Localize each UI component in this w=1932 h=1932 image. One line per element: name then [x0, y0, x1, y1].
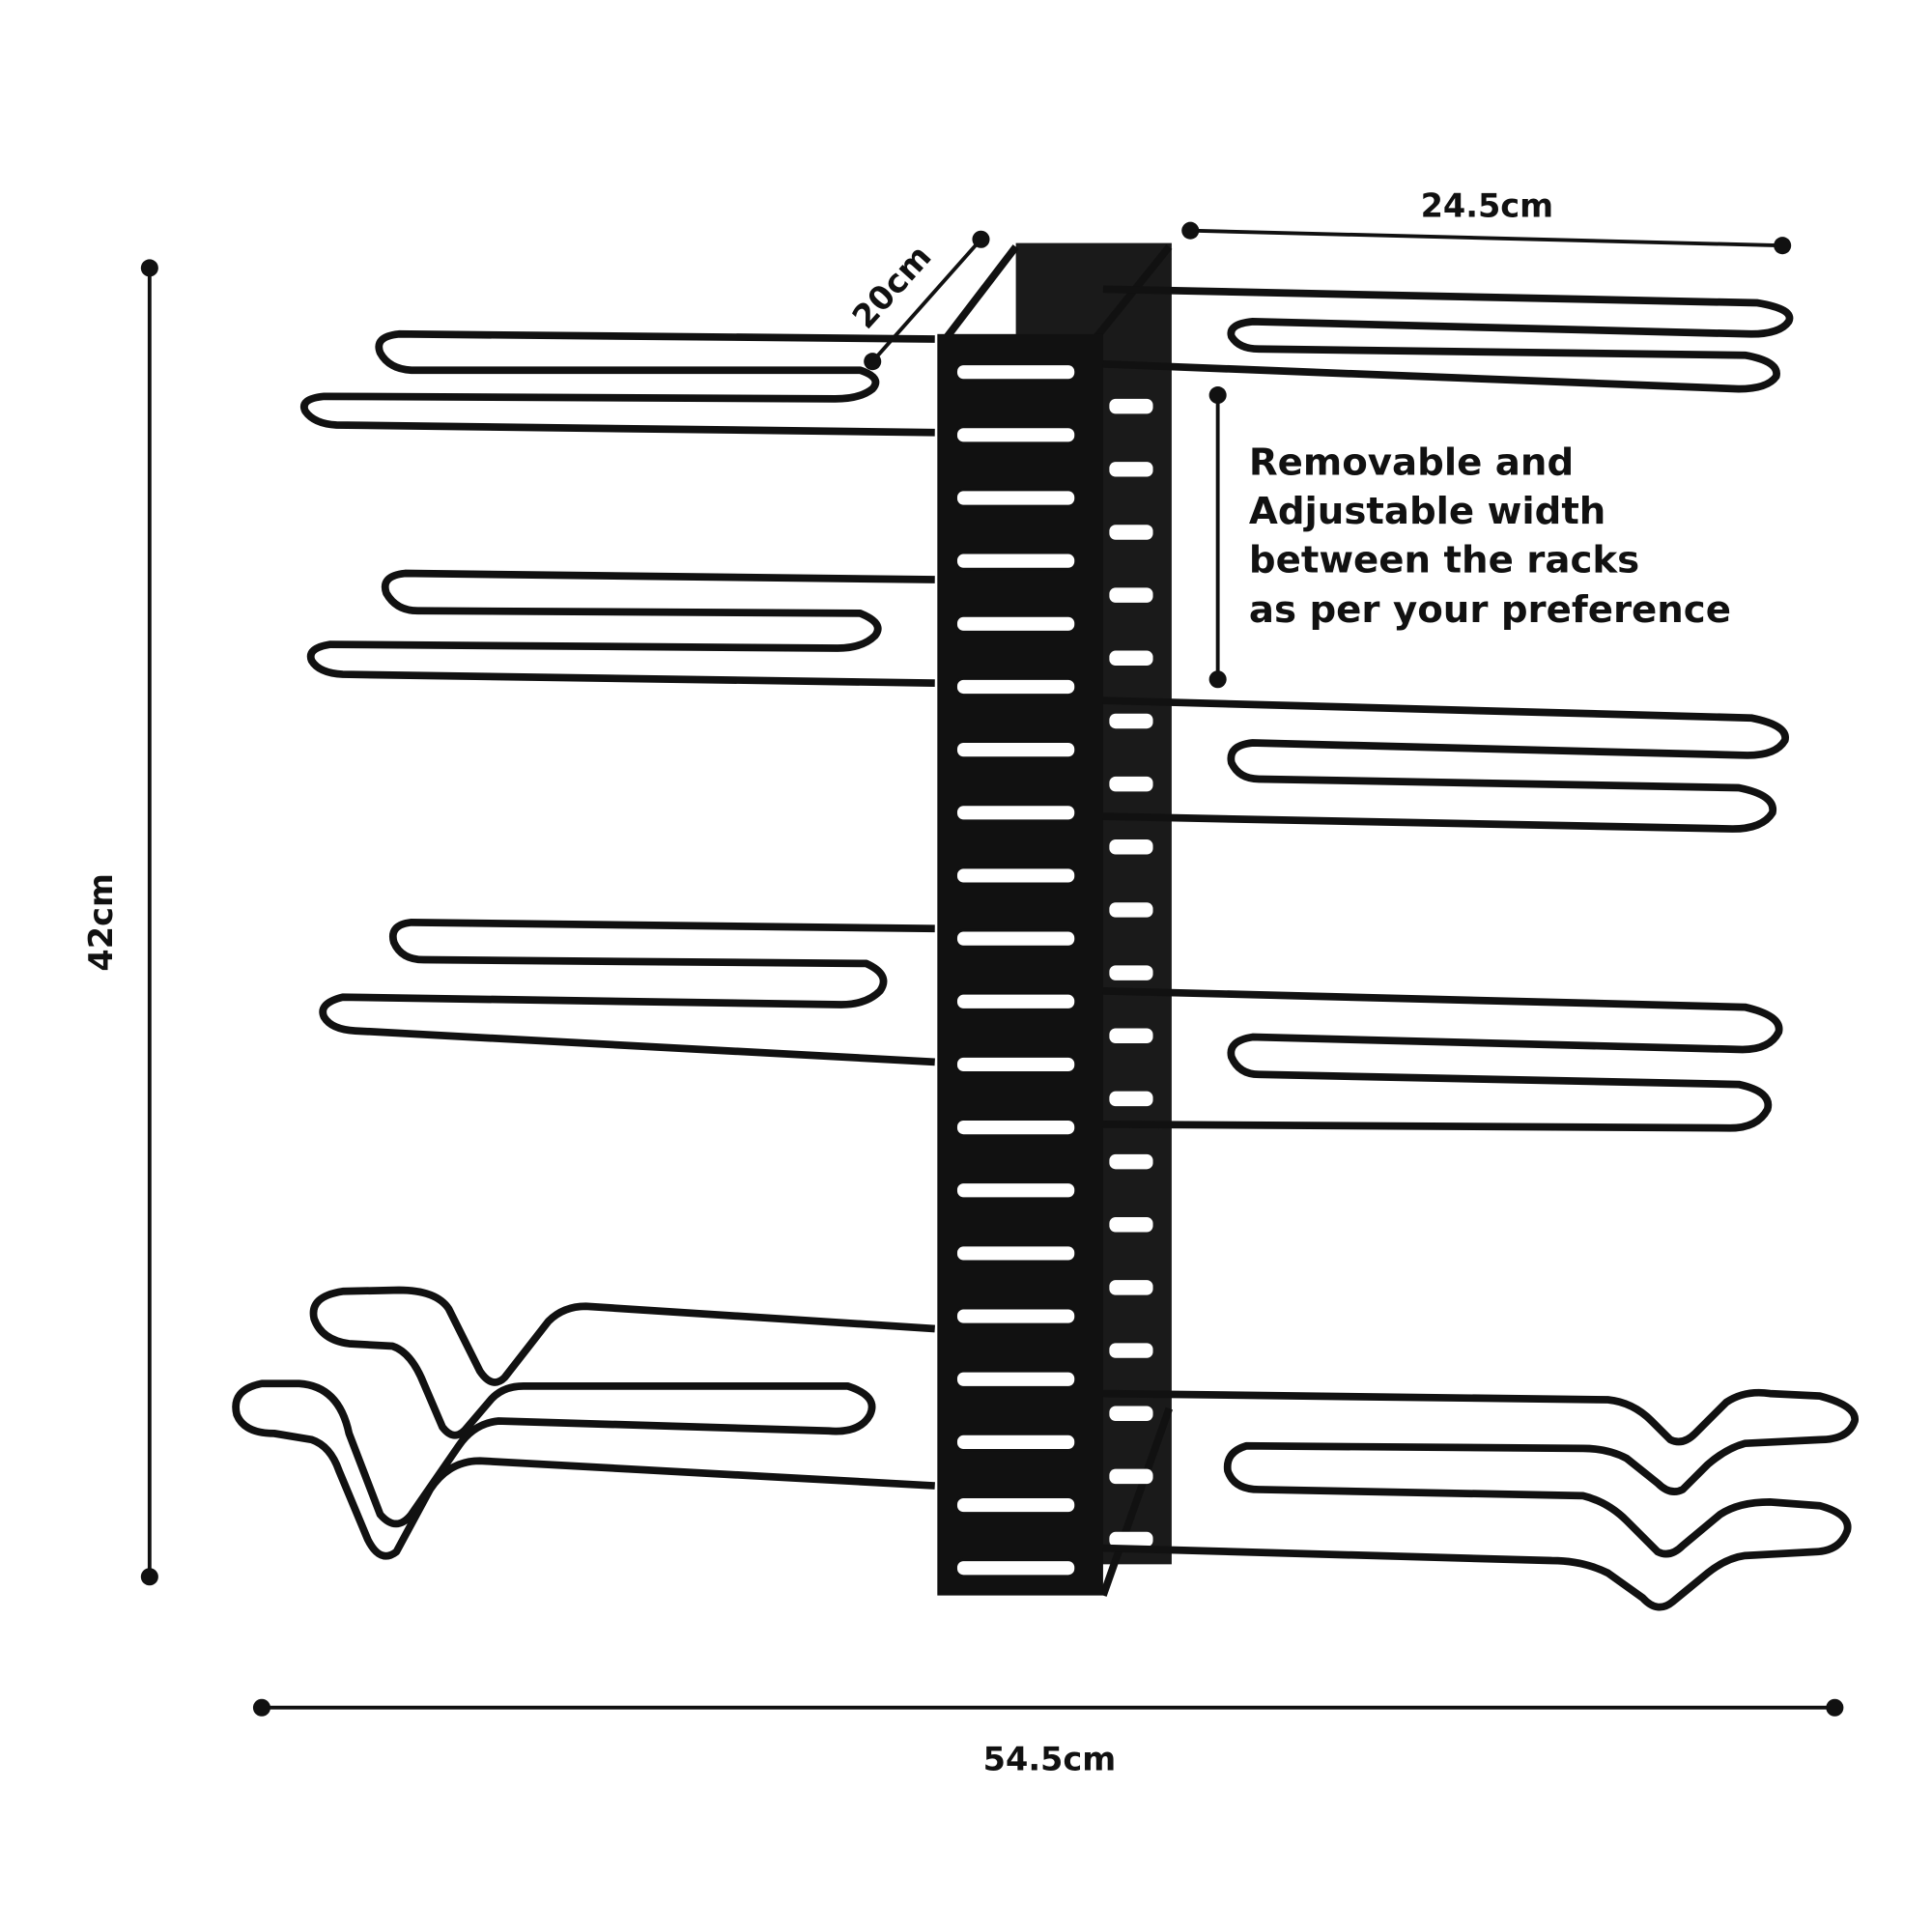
left-wire-arms [232, 329, 935, 1560]
rear-panel-slot [1109, 650, 1153, 667]
rear-panel-slot [1109, 1343, 1153, 1358]
depth-label: 20cm [845, 238, 939, 336]
panel-slot [954, 614, 1077, 634]
panel-slot [954, 1495, 1077, 1515]
rear-panel-slot [1109, 1153, 1153, 1170]
rear-panel-slot [1109, 776, 1153, 792]
rear-panel-slot [1109, 1028, 1153, 1043]
note-line: Removable and [1249, 441, 1574, 485]
panel-slot [954, 1243, 1077, 1264]
right-wire-arms [1102, 285, 1859, 1611]
rear-panel-slot [1109, 398, 1153, 414]
rear-panel-slot [1109, 1406, 1153, 1421]
rear-panel-slot [1109, 965, 1153, 980]
rear-panel-slot [1109, 587, 1153, 603]
arm-length-dimension: 24.5cm [1181, 187, 1792, 255]
panel-slot [954, 677, 1077, 696]
rear-panel-slot [1109, 713, 1153, 729]
panel-slot [954, 1370, 1077, 1389]
rear-panel-slot [1109, 1091, 1153, 1107]
panel-slot [954, 362, 1077, 382]
pan-rack [232, 242, 1859, 1611]
panel-slot [954, 1180, 1077, 1200]
panel-slot [954, 928, 1077, 949]
adjustable-spacing-note: Removable and Adjustable width between t… [1208, 386, 1731, 689]
panel-slot [954, 803, 1077, 822]
rear-panel-slot [1109, 1468, 1153, 1485]
rear-panel-slot [1109, 462, 1153, 477]
height-dimension: 42cm [82, 259, 158, 1586]
rear-panel-slot [1109, 1217, 1153, 1233]
rear-panel-slot [1109, 902, 1153, 918]
height-label: 42cm [82, 873, 120, 971]
panel-slot [954, 425, 1077, 444]
panel-slot [954, 1055, 1077, 1074]
arm-length-label: 24.5cm [1421, 187, 1554, 225]
note-line: between the racks [1249, 538, 1639, 582]
rear-panel-slot [1109, 525, 1153, 540]
panel-slot [954, 1118, 1077, 1137]
rear-panel-slot [1109, 839, 1153, 855]
rear-panel-slot [1109, 1531, 1153, 1548]
panel-slot [954, 992, 1077, 1011]
panel-slot [954, 1558, 1077, 1577]
note-line: as per your preference [1249, 588, 1731, 632]
width-label: 54.5cm [983, 1740, 1117, 1777]
panel-slot [954, 1306, 1077, 1326]
width-dimension: 54.5cm [252, 1698, 1844, 1777]
front-panel [937, 333, 1103, 1596]
panel-slot [954, 488, 1077, 508]
panel-slot [954, 740, 1077, 759]
rear-panel-slot [1109, 1280, 1153, 1295]
panel-slot [954, 551, 1077, 571]
note-line: Adjustable width [1249, 490, 1605, 533]
panel-slot [954, 1433, 1077, 1452]
panel-slot [954, 866, 1077, 886]
